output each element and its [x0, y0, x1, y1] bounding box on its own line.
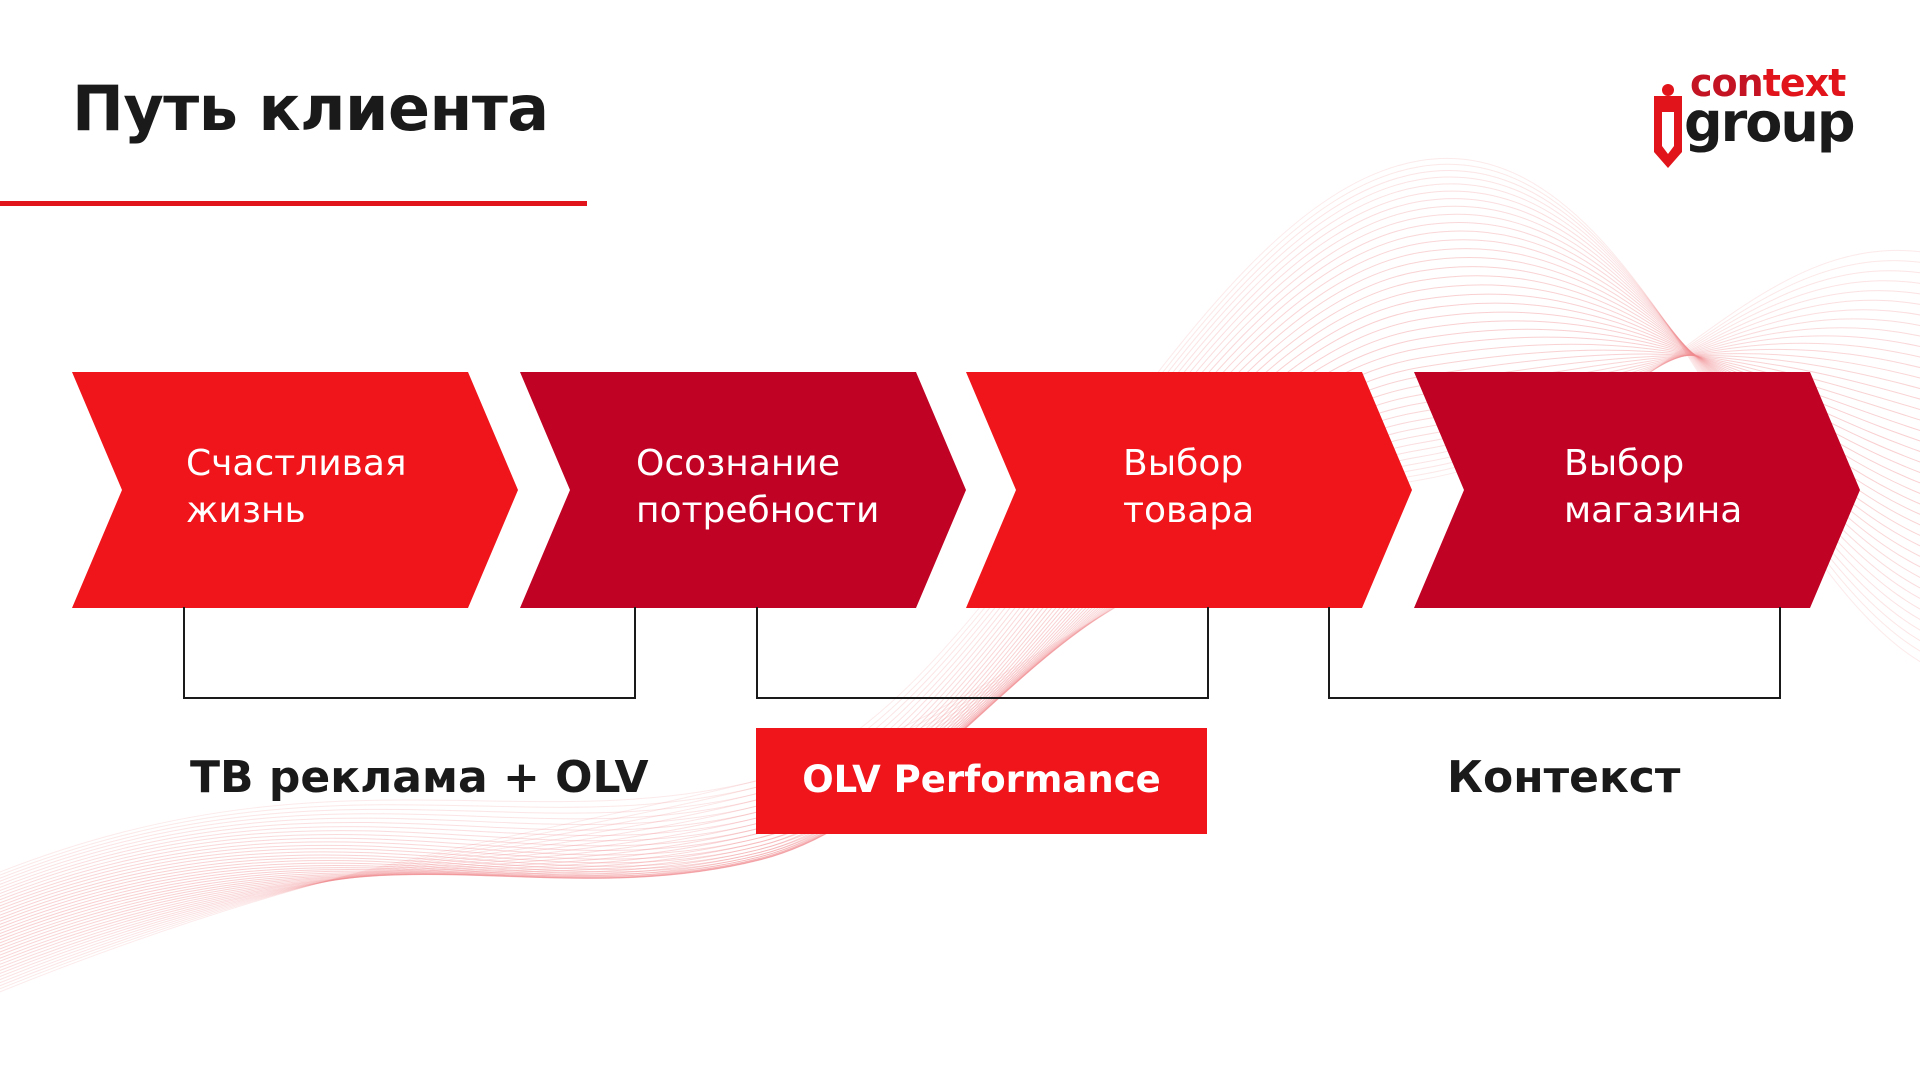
stage-chevron-2: Осознание потребности — [520, 372, 966, 608]
background-wave-line — [0, 290, 1920, 981]
background-wave-line — [0, 311, 1920, 932]
logo-word-group: group — [1684, 91, 1855, 154]
background-wave-line — [0, 343, 1920, 944]
stage-label-line-1: Осознание — [636, 443, 840, 484]
background-wave-line — [0, 320, 1920, 935]
channel-context: Контекст — [1447, 752, 1681, 803]
background-wave-line — [0, 299, 1920, 978]
bracket-tv-olv — [183, 607, 636, 699]
stage-label-line-1: Выбор — [1123, 443, 1244, 484]
background-wave-line — [0, 293, 1920, 925]
stage-chevron-4: Выбор магазина — [1414, 372, 1860, 608]
stage-label-line-1: Выбор — [1564, 443, 1685, 484]
logo-word-con: con — [1690, 61, 1764, 105]
background-wave-line — [0, 349, 1920, 947]
stage-label: Счастливая жизнь — [186, 440, 407, 534]
stage-label-line-2: потребности — [636, 490, 880, 531]
background-wave-line — [0, 353, 1920, 956]
stage-label-line-2: товара — [1123, 490, 1255, 531]
title-underline — [0, 201, 587, 206]
logo-word-context: context — [1690, 61, 1847, 105]
background-wave-line — [0, 280, 1920, 984]
background-wave-line — [0, 336, 1920, 941]
stage-label-line-1: Счастливая — [186, 443, 407, 484]
logo-shield-icon — [1654, 84, 1682, 168]
company-logo: context group — [1640, 62, 1860, 182]
background-wave-line — [0, 249, 1920, 993]
page-title: Путь клиента — [72, 72, 549, 145]
stage-chevron-1: Счастливая жизнь — [72, 372, 518, 608]
background-wave-line — [0, 270, 1920, 987]
chevron-shape — [966, 372, 1412, 608]
background-wave-line — [0, 284, 1920, 922]
logo-word-text: text — [1762, 61, 1847, 105]
stage-label-line-2: магазина — [1564, 490, 1743, 531]
background-wave-line — [0, 260, 1920, 990]
background-wave-line — [0, 335, 1920, 965]
chevron-shape — [72, 372, 518, 608]
stage-chevron-3: Выбор товара — [966, 372, 1412, 608]
background-wave-line — [0, 348, 1920, 959]
stage-label: Выбор товара — [1123, 440, 1254, 534]
bracket-context — [1328, 607, 1781, 699]
background-wave-line — [0, 327, 1920, 968]
stage-label: Выбор магазина — [1564, 440, 1742, 534]
stage-label: Осознание потребности — [636, 440, 879, 534]
background-wave-line — [0, 353, 1920, 950]
background-wave-line — [0, 342, 1920, 962]
background-wave-line — [0, 309, 1920, 975]
background-wave-line — [0, 328, 1920, 938]
background-wave-line — [0, 318, 1920, 972]
bracket-olv-performance — [756, 607, 1209, 699]
stage-label-line-2: жизнь — [186, 490, 306, 531]
channel-tv-olv: ТВ реклама + OLV — [190, 752, 649, 803]
channel-olv-performance-label: OLV Performance — [802, 758, 1161, 801]
background-wave-line — [0, 354, 1920, 953]
chevron-shape — [520, 372, 966, 608]
chevron-shape — [1414, 372, 1860, 608]
channel-olv-performance-box: OLV Performance — [756, 728, 1207, 834]
background-wave-line — [0, 302, 1920, 929]
